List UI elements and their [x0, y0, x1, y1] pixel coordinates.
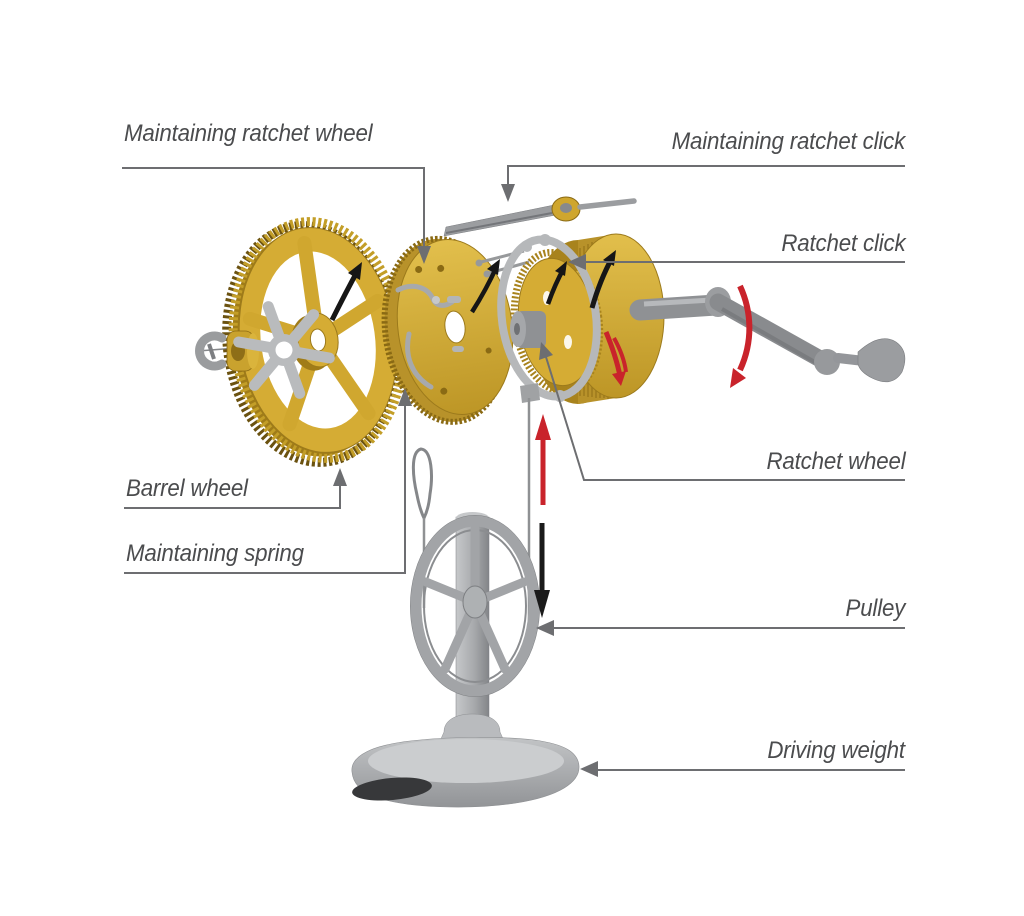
- crank-handle-art: [629, 287, 906, 383]
- label-ratchet-click: Ratchet click: [780, 230, 905, 257]
- leader-maintaining-ratchet-wheel: [122, 167, 431, 264]
- black-down-arrow: [534, 523, 550, 618]
- label-barrel-wheel: Barrel wheel: [126, 475, 248, 502]
- leader-maintaining-ratchet-click: [501, 165, 905, 202]
- arbor-collet: [226, 330, 259, 372]
- stopwork-star: [233, 301, 335, 399]
- pulley-art: [410, 515, 540, 697]
- leader-lines: [122, 165, 905, 777]
- leader-driving-weight: [580, 761, 905, 777]
- label-maintaining-ratchet-wheel: Maintaining ratchet wheel: [124, 120, 373, 147]
- label-driving-weight: Driving weight: [767, 737, 905, 764]
- barrel-wheel-art: [222, 217, 408, 467]
- maintaining-spring-art: [395, 283, 464, 390]
- arbor-hub: [510, 311, 546, 348]
- crank-rotation-arrow: [603, 284, 753, 388]
- leader-ratchet-wheel: [539, 342, 905, 481]
- leader-maintaining-spring: [124, 388, 412, 574]
- leader-barrel-wheel: [124, 468, 347, 509]
- driving-weight-art: [351, 737, 580, 808]
- leader-ratchet-click: [568, 254, 905, 270]
- label-ratchet-wheel: Ratchet wheel: [765, 448, 905, 475]
- label-pulley: Pulley: [845, 595, 905, 622]
- maintaining-click-lever-art: [443, 196, 637, 237]
- arbor-hook: [195, 331, 227, 371]
- label-maintaining-ratchet-click: Maintaining ratchet click: [671, 128, 905, 155]
- label-maintaining-spring: Maintaining spring: [126, 540, 304, 567]
- red-up-arrow: [535, 414, 551, 505]
- leader-pulley: [536, 620, 905, 636]
